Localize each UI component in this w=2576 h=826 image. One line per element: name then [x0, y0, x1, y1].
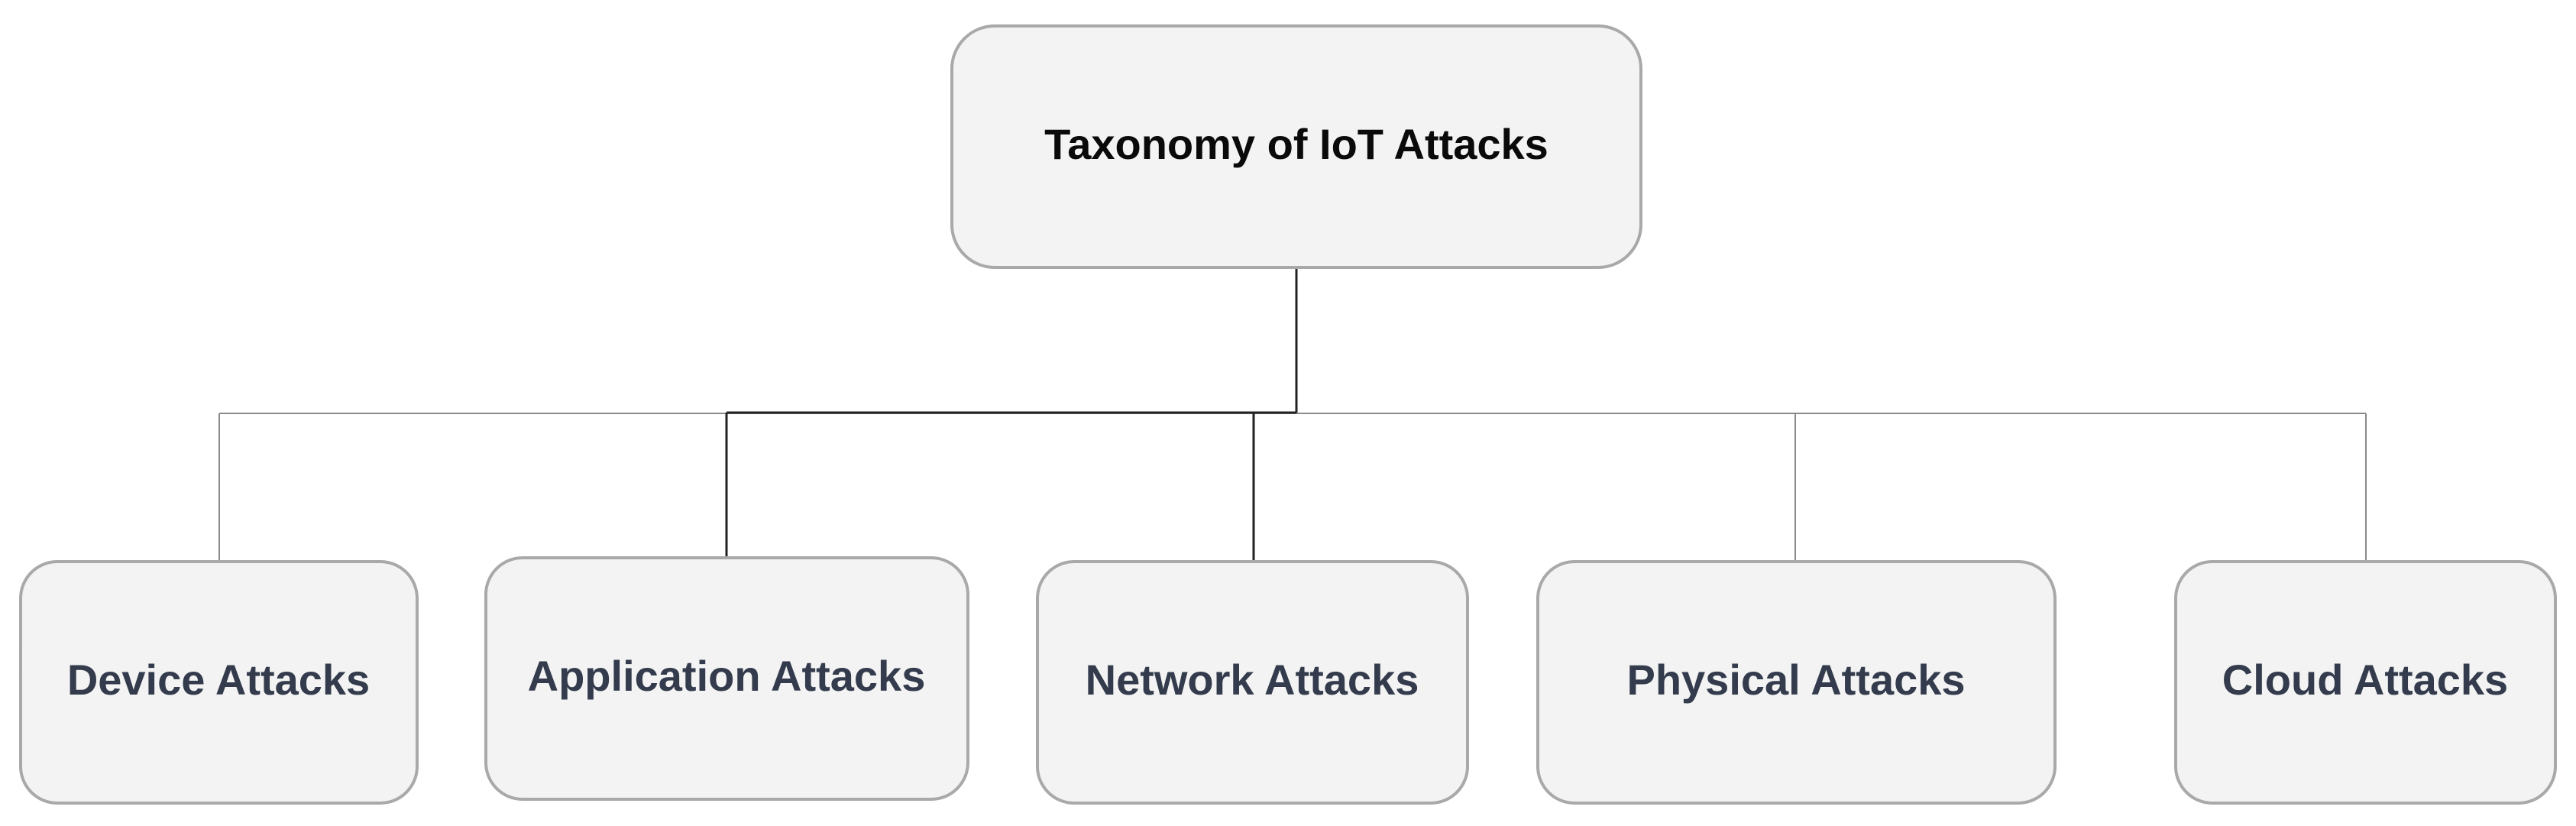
child-node-label: Device Attacks	[67, 656, 370, 704]
root-node-label: Taxonomy of IoT Attacks	[1044, 120, 1549, 168]
child-node-cloud-attacks: Cloud Attacks	[2174, 560, 2557, 805]
root-node: Taxonomy of IoT Attacks	[950, 24, 1642, 269]
connectors	[218, 267, 2367, 562]
child-node-label: Network Attacks	[1086, 656, 1419, 704]
child-node-physical-attacks: Physical Attacks	[1536, 560, 2057, 805]
child-node-box	[19, 560, 419, 805]
child-node-application-attacks: Application Attacks	[484, 556, 969, 801]
child-node-box	[2174, 560, 2557, 805]
child-node-network-attacks: Network Attacks	[1036, 560, 1469, 805]
child-node-box	[1536, 560, 2057, 805]
child-node-box	[484, 556, 969, 801]
child-node-label: Cloud Attacks	[2222, 656, 2508, 704]
child-node-label: Physical Attacks	[1626, 656, 1965, 704]
child-node-device-attacks: Device Attacks	[19, 560, 419, 805]
child-node-box	[1036, 560, 1469, 805]
child-node-label: Application Attacks	[528, 652, 926, 700]
root-node-box	[950, 24, 1642, 269]
